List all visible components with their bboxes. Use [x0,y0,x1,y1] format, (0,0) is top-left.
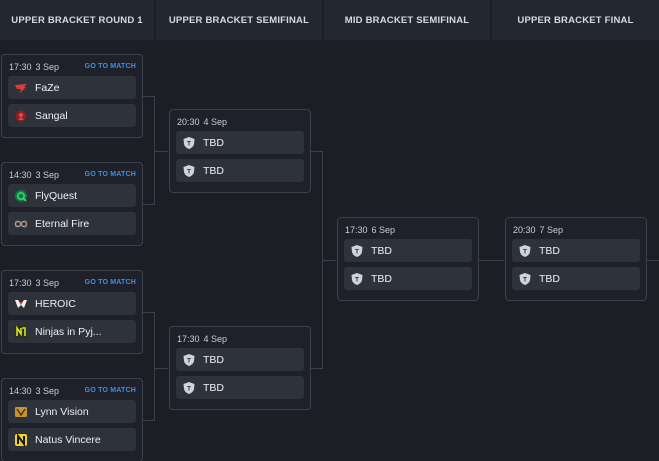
team-name: TBD [203,353,224,366]
tbd-shield-icon: T [182,164,196,178]
match-date: 4 Sep [203,117,228,127]
team-name: TBD [539,244,560,257]
team-row[interactable]: T TBD [344,267,472,290]
team-row[interactable]: FaZe [8,76,136,99]
team-row[interactable]: Sangal [8,104,136,127]
match-date: 6 Sep [371,225,396,235]
tbd-shield-icon: T [350,272,364,286]
svg-text:T: T [355,276,359,283]
team-row[interactable]: T TBD [176,131,304,154]
team-row[interactable]: T TBD [176,348,304,371]
match-date: 3 Sep [35,62,60,72]
match-date: 3 Sep [35,386,60,396]
team-name: TBD [371,272,392,285]
team-name: Natus Vincere [35,433,101,446]
team-name: FaZe [35,81,60,94]
tbd-shield-icon: T [182,381,196,395]
team-name: TBD [539,272,560,285]
match-date: 3 Sep [35,278,60,288]
eternal-fire-logo-icon [14,217,28,231]
svg-text:T: T [187,140,191,147]
team-row[interactable]: Ninjas in Pyj... [8,320,136,343]
sangal-logo-icon [14,109,28,123]
column-header-upper-semifinal: UPPER BRACKET SEMIFINAL [156,0,322,40]
svg-text:T: T [523,248,527,255]
team-name: FlyQuest [35,189,78,202]
match-time: 17:30 [177,334,200,344]
team-name: TBD [203,164,224,177]
column-header-mid-semifinal: MID BRACKET SEMIFINAL [324,0,490,40]
team-row[interactable]: T TBD [176,376,304,399]
team-name: TBD [203,136,224,149]
go-to-match-link[interactable]: GO TO MATCH [84,171,136,178]
team-row[interactable]: Lynn Vision [8,400,136,423]
match-date: 7 Sep [539,225,564,235]
svg-text:T: T [187,357,191,364]
team-row[interactable]: T TBD [176,159,304,182]
team-name: Sangal [35,109,68,122]
navi-logo-icon [14,432,28,447]
svg-text:T: T [355,248,359,255]
go-to-match-link[interactable]: GO TO MATCH [84,279,136,286]
team-name: TBD [371,244,392,257]
nip-logo-icon [14,324,28,339]
team-row[interactable]: T TBD [512,267,640,290]
match-time: 14:30 [9,386,32,396]
match-time: 17:30 [345,225,368,235]
go-to-match-link[interactable]: GO TO MATCH [84,387,136,394]
team-row[interactable]: Natus Vincere [8,428,136,451]
match-time: 20:30 [513,225,536,235]
bracket-header: UPPER BRACKET ROUND 1 UPPER BRACKET SEMI… [0,0,659,40]
team-row[interactable]: T TBD [512,239,640,262]
team-row[interactable]: FlyQuest [8,184,136,207]
column-header-upper-round1: UPPER BRACKET ROUND 1 [0,0,154,40]
svg-text:T: T [187,385,191,392]
team-name: TBD [203,381,224,394]
go-to-match-link[interactable]: GO TO MATCH [84,63,136,70]
column-header-upper-final: UPPER BRACKET FINAL [492,0,659,40]
team-name: Eternal Fire [35,217,90,230]
match-time: 17:30 [9,62,32,72]
team-name: Ninjas in Pyj... [35,325,102,338]
team-row[interactable]: Eternal Fire [8,212,136,235]
match-time: 17:30 [9,278,32,288]
tbd-shield-icon: T [518,244,532,258]
team-row[interactable]: HEROIC [8,292,136,315]
svg-text:T: T [523,276,527,283]
match-date: 3 Sep [35,170,60,180]
team-row[interactable]: T TBD [344,239,472,262]
match-date: 4 Sep [203,334,228,344]
faze-logo-icon [14,81,28,95]
team-name: HEROIC [35,297,76,310]
tbd-shield-icon: T [182,353,196,367]
flyquest-logo-icon [14,189,28,203]
match-time: 14:30 [9,170,32,180]
tbd-shield-icon: T [350,244,364,258]
team-name: Lynn Vision [35,405,89,418]
lynn-vision-logo-icon [14,405,28,419]
svg-text:T: T [187,168,191,175]
tbd-shield-icon: T [518,272,532,286]
match-time: 20:30 [177,117,200,127]
tbd-shield-icon: T [182,136,196,150]
heroic-logo-icon [14,297,28,311]
